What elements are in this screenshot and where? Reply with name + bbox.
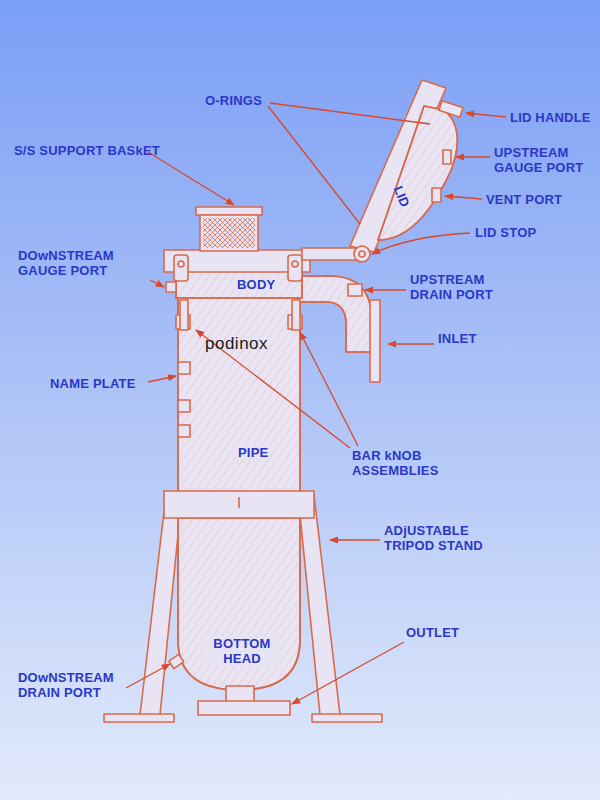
inlet-flange (370, 300, 380, 382)
part-label: DOwNSTREAM DRAIN PORT (18, 670, 130, 700)
part-label: LID STOP (475, 225, 536, 240)
hinge (354, 246, 370, 262)
part-label: INLET (438, 331, 477, 346)
part-label: podinox (205, 336, 268, 351)
bottom-head (178, 518, 300, 690)
part-label: S/S SUPPORT BASkET (14, 143, 160, 158)
tripod-leg (298, 495, 340, 715)
part-label: UPSTREAM DRAIN PORT (410, 272, 510, 302)
part-label: OUTLET (406, 625, 459, 640)
part-label: PIPE (236, 445, 270, 460)
lower-flange (164, 491, 314, 518)
part-label: DOwNSTREAM GAUGE PORT (18, 248, 130, 278)
part-label: BOTTOM HEAD (204, 636, 280, 666)
part-label: VENT PORT (486, 192, 562, 207)
lid-dome (378, 106, 457, 240)
body (176, 270, 302, 298)
part-label: BAR kNOB ASSEMBLIES (352, 448, 457, 478)
part-label: LID HANDLE (510, 110, 591, 125)
part-label: ADjUSTABLE TRIPOD STAND (384, 523, 504, 553)
part-label: BODY (235, 277, 277, 292)
part-label: O-RINGS (205, 93, 262, 108)
part-label: NAME PLATE (50, 376, 136, 391)
tripod-leg (140, 495, 182, 715)
part-label: UPSTREAM GAUGE PORT (494, 145, 594, 175)
lid-handle (439, 101, 463, 117)
outlet-flange (198, 701, 290, 715)
support-basket (200, 215, 258, 251)
inlet-elbow (298, 276, 372, 352)
